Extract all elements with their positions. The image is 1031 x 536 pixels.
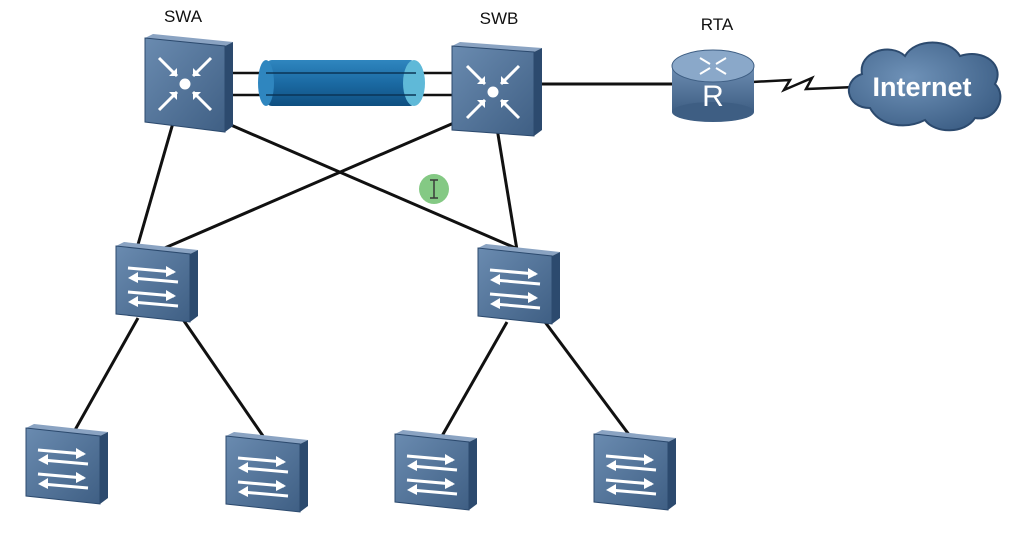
- label-rta: RTA: [700, 15, 734, 34]
- link-swb-access1: [159, 114, 471, 252]
- stack-cable-icon: [258, 60, 425, 106]
- layer2-switch-icon: [37, 448, 89, 490]
- internet-cloud-icon: Internet: [847, 41, 1002, 132]
- access-switch-leaf1[interactable]: [25, 424, 108, 505]
- link-access1-leaf1: [73, 317, 140, 431]
- link-access2-leaf4: [543, 321, 632, 437]
- layer3-switch-icon: [157, 56, 213, 112]
- layer3-switch-icon: [465, 64, 521, 120]
- access-switch-agg1[interactable]: [115, 242, 198, 323]
- label-swa: SWA: [163, 7, 203, 26]
- link-swa-access1: [135, 115, 177, 249]
- layer2-switch-icon: [237, 456, 289, 498]
- access-switch-leaf4[interactable]: [593, 430, 676, 511]
- layer2-switch-icon: [489, 268, 541, 310]
- link-access2-leaf3: [440, 321, 509, 437]
- access-switch-leaf3[interactable]: [394, 430, 477, 511]
- text-cursor-icon: [419, 174, 449, 204]
- layer2-switch-icon: [127, 266, 179, 308]
- router-glyph: R: [702, 80, 724, 113]
- link-access1-leaf2: [180, 317, 265, 437]
- layer2-switch-icon: [406, 454, 458, 496]
- core-switch-swa[interactable]: [144, 34, 233, 133]
- router-icon: [699, 57, 727, 75]
- link-swa-access2: [209, 114, 521, 252]
- access-switch-leaf2[interactable]: [225, 432, 308, 513]
- link-swb-access2: [493, 115, 519, 251]
- internet-label: Internet: [872, 72, 971, 102]
- core-switch-swb[interactable]: [451, 42, 542, 137]
- router-rta[interactable]: R: [671, 49, 755, 122]
- wan-link: [751, 75, 856, 93]
- access-switch-agg2[interactable]: [477, 244, 560, 325]
- layer2-switch-icon: [605, 454, 657, 496]
- label-swb: SWB: [479, 9, 519, 28]
